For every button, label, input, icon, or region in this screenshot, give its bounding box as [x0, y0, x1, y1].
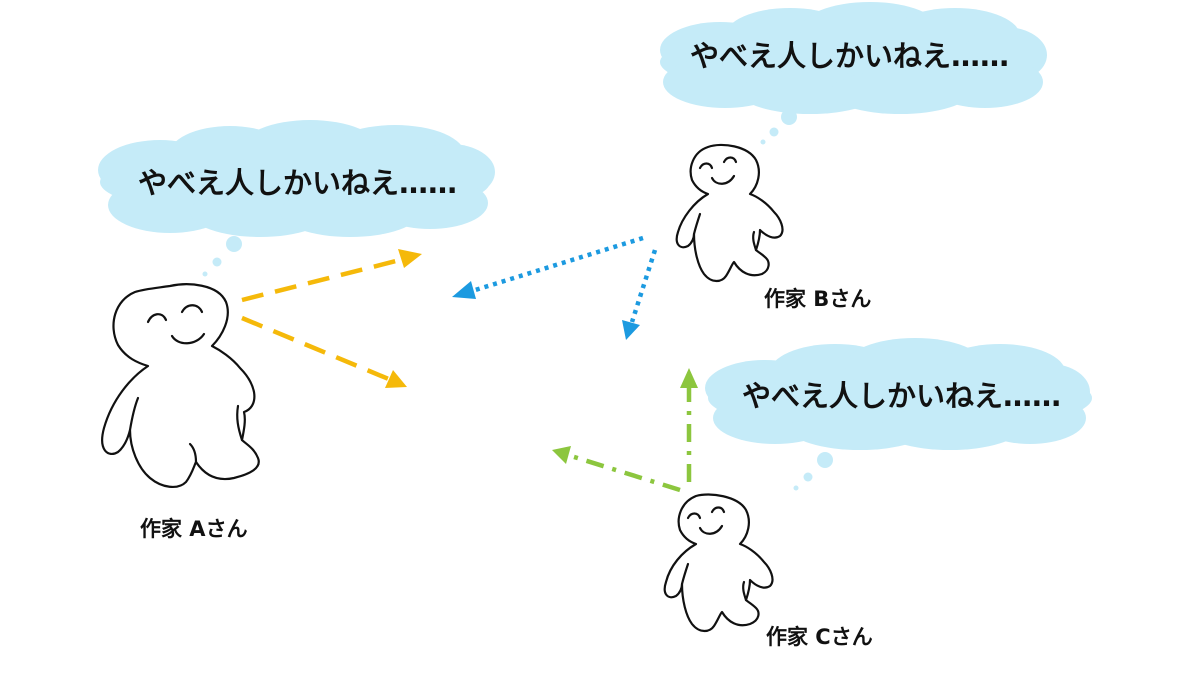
- author-label-a: 作家 Aさん: [140, 517, 248, 541]
- arrow-b-down: [622, 249, 658, 340]
- author-figure-a: [101, 283, 260, 488]
- thought-text-a: やべえ人しかいねえ……: [138, 166, 457, 200]
- thought-cloud-c: やべえ人しかいねえ……: [705, 338, 1092, 450]
- thought-cloud-b: やべえ人しかいねえ……: [660, 2, 1047, 114]
- author-figure-c: [663, 493, 774, 633]
- author-label-b: 作家 Bさん: [764, 287, 871, 311]
- thought-bubbles-c: [793, 452, 833, 491]
- thought-text-b: やべえ人しかいねえ……: [690, 39, 1009, 73]
- thought-text-c: やべえ人しかいねえ……: [742, 379, 1061, 413]
- arrow-a-lower: [241, 315, 407, 388]
- thought-bubbles-a: [202, 236, 242, 277]
- author-label-c: 作家 Cさん: [766, 625, 873, 649]
- thought-bubbles-b: [760, 109, 797, 145]
- author-figure-b: [675, 143, 784, 283]
- arrow-c-up: [680, 368, 698, 482]
- arrow-c-left: [552, 446, 681, 493]
- arrow-a-upper: [241, 249, 422, 303]
- arrow-b-left: [452, 235, 644, 299]
- thought-cloud-a: やべえ人しかいねえ……: [98, 120, 495, 237]
